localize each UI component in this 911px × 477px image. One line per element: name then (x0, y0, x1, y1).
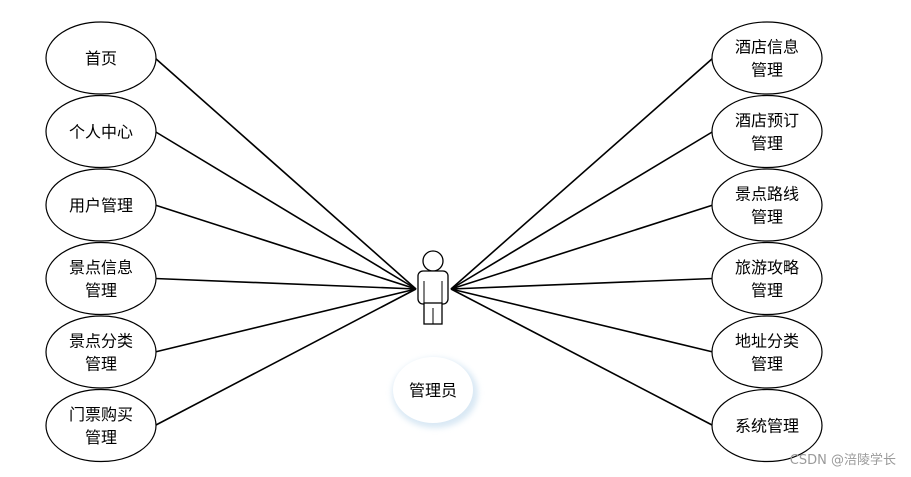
actor-label: 管理员 (409, 381, 457, 400)
use-case-label: 管理 (751, 208, 783, 227)
use-case-label: 酒店信息 (735, 38, 799, 57)
use-case-right-6: 系统管理 (711, 388, 823, 463)
use-case-ellipse (711, 388, 823, 463)
use-case-label: 酒店预订 (735, 111, 799, 130)
use-case-label: 个人中心 (69, 123, 133, 142)
use-case-label: 景点分类 (69, 332, 133, 351)
use-case-label: 管理 (85, 355, 117, 374)
use-case-left-2: 个人中心 (45, 94, 157, 169)
association-line-left-3 (154, 204, 417, 290)
use-case-label: 管理 (751, 281, 783, 300)
association-line-right-1 (450, 57, 714, 290)
use-case-ellipse (711, 241, 823, 316)
use-case-ellipse (711, 94, 823, 169)
actor-head (422, 250, 444, 272)
use-case-ellipse (45, 94, 157, 169)
use-case-label: 门票购买 (69, 405, 133, 424)
use-case-ellipse (45, 388, 157, 463)
use-case-label: 管理 (85, 428, 117, 447)
use-case-label: 景点信息 (69, 258, 133, 277)
use-case-label: 管理 (751, 134, 783, 153)
use-case-ellipse (45, 241, 157, 316)
use-case-ellipse (711, 168, 823, 242)
use-case-ellipse (45, 168, 157, 242)
actor-administrator: 管理员 (392, 250, 478, 428)
association-line-right-4 (450, 277, 714, 290)
use-case-label: 旅游攻略 (735, 258, 799, 277)
association-lines (154, 57, 714, 427)
use-case-label: 首页 (85, 49, 117, 68)
association-line-left-6 (154, 288, 417, 427)
use-case-ellipse (711, 21, 823, 95)
actor-label-bubble (393, 357, 473, 423)
use-cases: 首页个人中心用户管理景点信息管理景点分类管理门票购买管理酒店信息管理酒店预订管理… (45, 21, 823, 463)
use-case-label: 管理 (85, 281, 117, 300)
association-line-right-6 (450, 288, 714, 427)
association-line-left-2 (154, 130, 417, 290)
association-line-right-5 (450, 288, 714, 353)
use-case-label: 管理 (751, 61, 783, 80)
use-case-left-1: 首页 (45, 21, 157, 95)
association-line-left-5 (154, 288, 417, 353)
use-case-left-3: 用户管理 (45, 168, 157, 242)
use-case-label: 地址分类 (735, 332, 799, 351)
use-case-ellipse (711, 315, 823, 389)
use-case-label: 景点路线 (735, 185, 799, 204)
watermark-text: CSDN @涪陵学长 (790, 452, 896, 468)
association-line-right-2 (450, 130, 714, 290)
actor-body (417, 270, 449, 305)
association-line-right-3 (450, 204, 714, 290)
use-case-label: 用户管理 (69, 196, 133, 215)
use-case-label: 管理 (751, 355, 783, 374)
association-line-left-4 (154, 277, 417, 290)
use-case-ellipse (45, 21, 157, 95)
association-line-left-1 (154, 57, 417, 290)
use-case-ellipse (45, 315, 157, 389)
use-case-label: 系统管理 (735, 417, 799, 436)
